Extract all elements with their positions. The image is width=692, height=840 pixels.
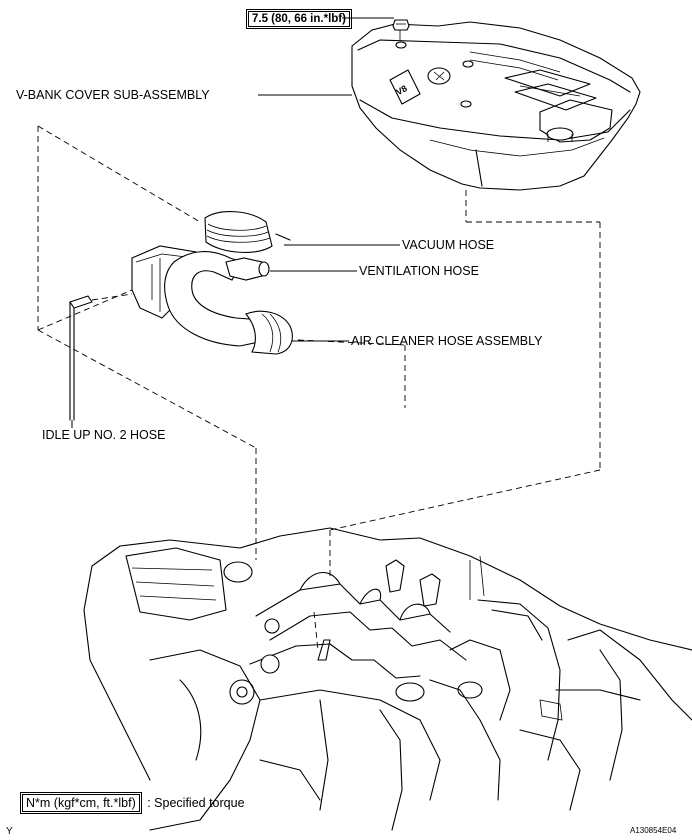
figure-code: A130854E04 <box>630 826 677 835</box>
v-bank-cover-drawing: V8 <box>351 19 641 191</box>
corner-mark: Y <box>6 826 13 837</box>
legend-description: : Specified torque <box>147 796 245 810</box>
label-v-bank-cover: V-BANK COVER SUB-ASSEMBLY <box>16 88 210 102</box>
idle-up-hose-drawing <box>69 295 93 421</box>
leader-lines <box>71 17 400 428</box>
alignment-lines <box>37 125 601 651</box>
label-vacuum-hose: VACUUM HOSE <box>402 238 495 252</box>
air-cleaner-hose-drawing <box>131 211 293 355</box>
engine-drawing <box>83 527 692 831</box>
label-idle-up-hose: IDLE UP NO. 2 HOSE <box>42 428 166 442</box>
cover-badge-text: V8 <box>394 83 408 97</box>
torque-spec-box: 7.5 (80, 66 in.*lbf) <box>246 9 352 29</box>
label-ventilation-hose: VENTILATION HOSE <box>359 264 479 278</box>
legend-unit-box: N*m (kgf*cm, ft.*lbf) <box>20 792 142 814</box>
torque-legend: N*m (kgf*cm, ft.*lbf) : Specified torque <box>20 792 245 814</box>
label-air-cleaner-hose: AIR CLEANER HOSE ASSEMBLY <box>351 334 543 348</box>
